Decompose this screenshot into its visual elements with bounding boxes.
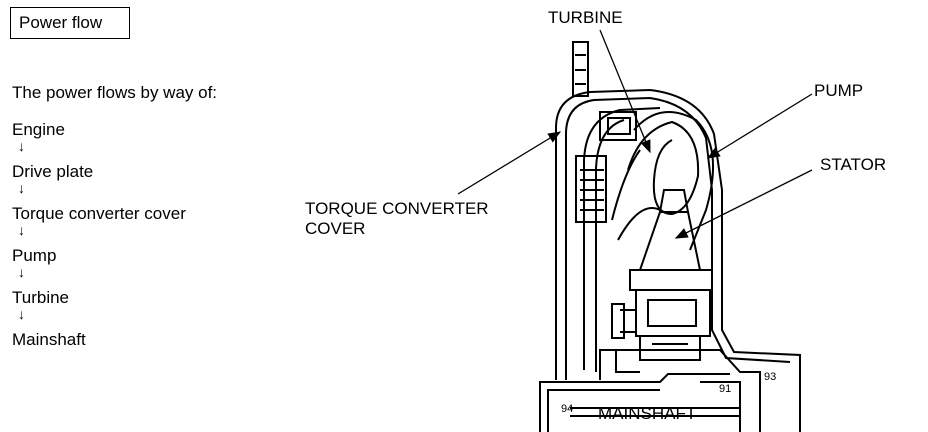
converter-drawing <box>539 41 801 432</box>
down-arrow-icon: ↓ <box>18 180 25 196</box>
flow-step-label: Engine <box>12 120 65 139</box>
pump-label: PUMP <box>814 81 864 100</box>
flow-step-label: Torque converter cover <box>12 204 186 223</box>
turbine-label: TURBINE <box>548 8 623 27</box>
leader-lines <box>457 29 813 239</box>
ref-number-94: 94 <box>561 403 574 415</box>
torque-converter-cover-label-line2: COVER <box>305 219 366 238</box>
torque-converter-cover-label: TORQUE CONVERTER <box>305 199 489 218</box>
page-title: Power flow <box>10 7 130 39</box>
down-arrow-icon: ↓ <box>18 138 25 154</box>
ref-number-91: 91 <box>719 383 732 395</box>
flow-step-label: Pump <box>12 246 57 265</box>
down-arrow-icon: ↓ <box>18 264 25 280</box>
mainshaft-label: MAINSHAFT <box>598 404 697 423</box>
cover-leader-arrow <box>457 131 562 195</box>
pump-leader-arrow <box>706 93 813 159</box>
flow-step-label: Drive plate <box>12 162 94 181</box>
down-arrow-icon: ↓ <box>18 306 25 322</box>
turbine-leader-arrow <box>599 29 651 154</box>
flow-step-label: Turbine <box>12 288 70 307</box>
stator-leader-arrow <box>674 169 813 239</box>
stator-label: STATOR <box>820 155 887 174</box>
intro-text: The power flows by way of: <box>12 83 218 102</box>
flow-step-label: Mainshaft <box>12 330 86 349</box>
ref-number-93: 93 <box>764 371 777 383</box>
down-arrow-icon: ↓ <box>18 222 25 238</box>
